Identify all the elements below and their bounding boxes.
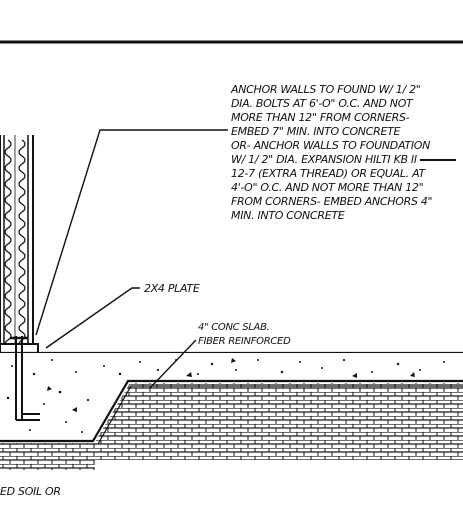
anchor-note-line: MIN. INTO CONCRETE <box>231 209 345 222</box>
plate-leader <box>45 287 140 349</box>
slab-note: 4" CONC SLAB. FIBER REINFORCED <box>198 322 291 347</box>
leader-lines <box>35 129 456 389</box>
anchor-note-line: 4'-O" O.C. AND NOT MORE THAN 12" <box>231 181 423 194</box>
slab-bottom-edge <box>0 379 463 443</box>
stud-wall <box>0 135 34 352</box>
concrete-footing <box>0 353 463 440</box>
bottom-plate <box>0 343 39 354</box>
anchor-note-line: MORE THAN 12" FROM CORNERS- <box>231 111 410 124</box>
concrete-speckles <box>6 358 445 433</box>
anchor-note: ANCHOR WALLS TO FOUND W/ 1/ 2" DIA. BOLT… <box>230 83 436 222</box>
insulation-squiggle <box>4 139 12 349</box>
anchor-note-line: EMBED 7" MIN. INTO CONCRETE <box>231 125 401 138</box>
slab-note-line: FIBER REINFORCED <box>198 336 291 347</box>
anchor-note-line: W/ 1/ 2" DIA. EXPANSION HILTI KB II <box>231 153 417 166</box>
anchor-note-leader <box>35 129 228 336</box>
anchor-note-line: 12-7 (EXTRA THREAD) OR EQUAL. AT <box>231 167 427 180</box>
soil-label: ED SOIL OR <box>0 485 61 498</box>
anchor-note-line: FROM CORNERS- EMBED ANCHORS 4" <box>231 195 432 208</box>
anchor-note-line: DIA. BOLTS AT 6'-O" O.C. AND NOT <box>231 97 414 110</box>
anchor-bolt <box>10 336 40 421</box>
gravel-fill <box>95 383 463 460</box>
plate-label: 2X4 PLATE <box>144 282 200 295</box>
slab-leader <box>149 339 197 389</box>
slab-note-line: 4" CONC SLAB. <box>198 322 270 333</box>
anchor-note-line: ANCHOR WALLS TO FOUND W/ 1/ 2" <box>230 83 421 96</box>
anchor-note-line: OR- ANCHOR WALLS TO FOUNDATION <box>231 139 430 152</box>
